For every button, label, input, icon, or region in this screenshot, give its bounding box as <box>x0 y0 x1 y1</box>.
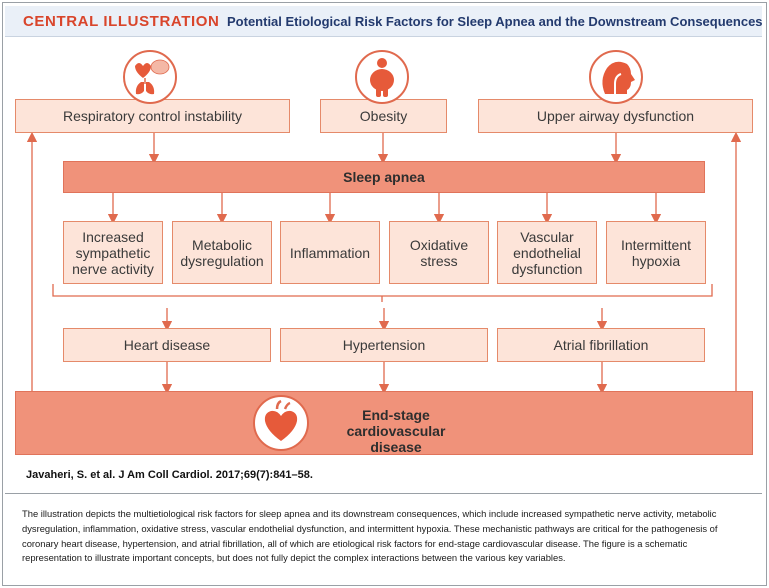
risk-label-airway: Upper airway dysfunction <box>536 108 695 124</box>
heart-icon <box>253 395 309 451</box>
end-stage-label: End-stage cardiovascular disease <box>346 407 446 455</box>
mechanism-oxidative-stress: Oxidative stress <box>389 221 489 284</box>
outcome-atrial-fibrillation: Atrial fibrillation <box>497 328 705 362</box>
outcome-label-hypertension: Hypertension <box>342 337 426 353</box>
end-stage-cardiovascular-disease-box: End-stage cardiovascular disease <box>15 391 753 455</box>
mechanism-sympathetic-nerve-activity: Increased sympathetic nerve activity <box>63 221 163 284</box>
upper-airway-head-icon <box>589 50 643 104</box>
heart-brain-lungs-icon <box>123 50 177 104</box>
risk-obesity: Obesity <box>320 99 447 133</box>
connector-lines <box>26 131 742 395</box>
risk-label-obesity: Obesity <box>359 108 408 124</box>
figure-description: The illustration depicts the multietiolo… <box>22 508 718 564</box>
mechanism-inflammation: Inflammation <box>280 221 380 284</box>
sleep-apnea-label: Sleep apnea <box>343 169 425 185</box>
figure-title: Potential Etiological Risk Factors for S… <box>227 14 763 29</box>
mechanism-metabolic-dysregulation: Metabolic dysregulation <box>172 221 272 284</box>
obese-person-icon <box>355 50 409 104</box>
description-divider <box>5 493 762 494</box>
mechanism-label-sympathetic: Increased sympathetic nerve activity <box>72 228 154 277</box>
sleep-apnea-box: Sleep apnea <box>63 161 705 193</box>
mechanism-bracket <box>52 284 713 297</box>
figure-header: CENTRAL ILLUSTRATION Potential Etiologic… <box>5 6 763 37</box>
mechanism-label-inflammation: Inflammation <box>289 244 371 261</box>
outcome-heart-disease: Heart disease <box>63 328 271 362</box>
mechanism-label-metabolic: Metabolic dysregulation <box>180 236 264 269</box>
citation: Javaheri, S. et al. J Am Coll Cardiol. 2… <box>26 469 313 481</box>
mechanism-vascular-endothelial-dysfunction: Vascular endothelial dysfunction <box>497 221 597 284</box>
risk-respiratory-control-instability: Respiratory control instability <box>15 99 290 133</box>
mechanism-label-oxidative: Oxidative stress <box>409 236 469 269</box>
outcome-hypertension: Hypertension <box>280 328 488 362</box>
central-illustration-label: CENTRAL ILLUSTRATION <box>23 13 220 30</box>
mechanism-intermittent-hypoxia: Intermittent hypoxia <box>606 221 706 284</box>
mechanism-label-vascular: Vascular endothelial dysfunction <box>511 228 583 277</box>
diagram-panel: Respiratory control instability Obesity … <box>5 37 762 490</box>
mechanism-label-hypoxia: Intermittent hypoxia <box>620 236 692 269</box>
risk-label-respiratory: Respiratory control instability <box>63 108 242 124</box>
outcome-label-atrial-fibrillation: Atrial fibrillation <box>553 337 649 353</box>
outcome-label-heart-disease: Heart disease <box>123 337 211 353</box>
